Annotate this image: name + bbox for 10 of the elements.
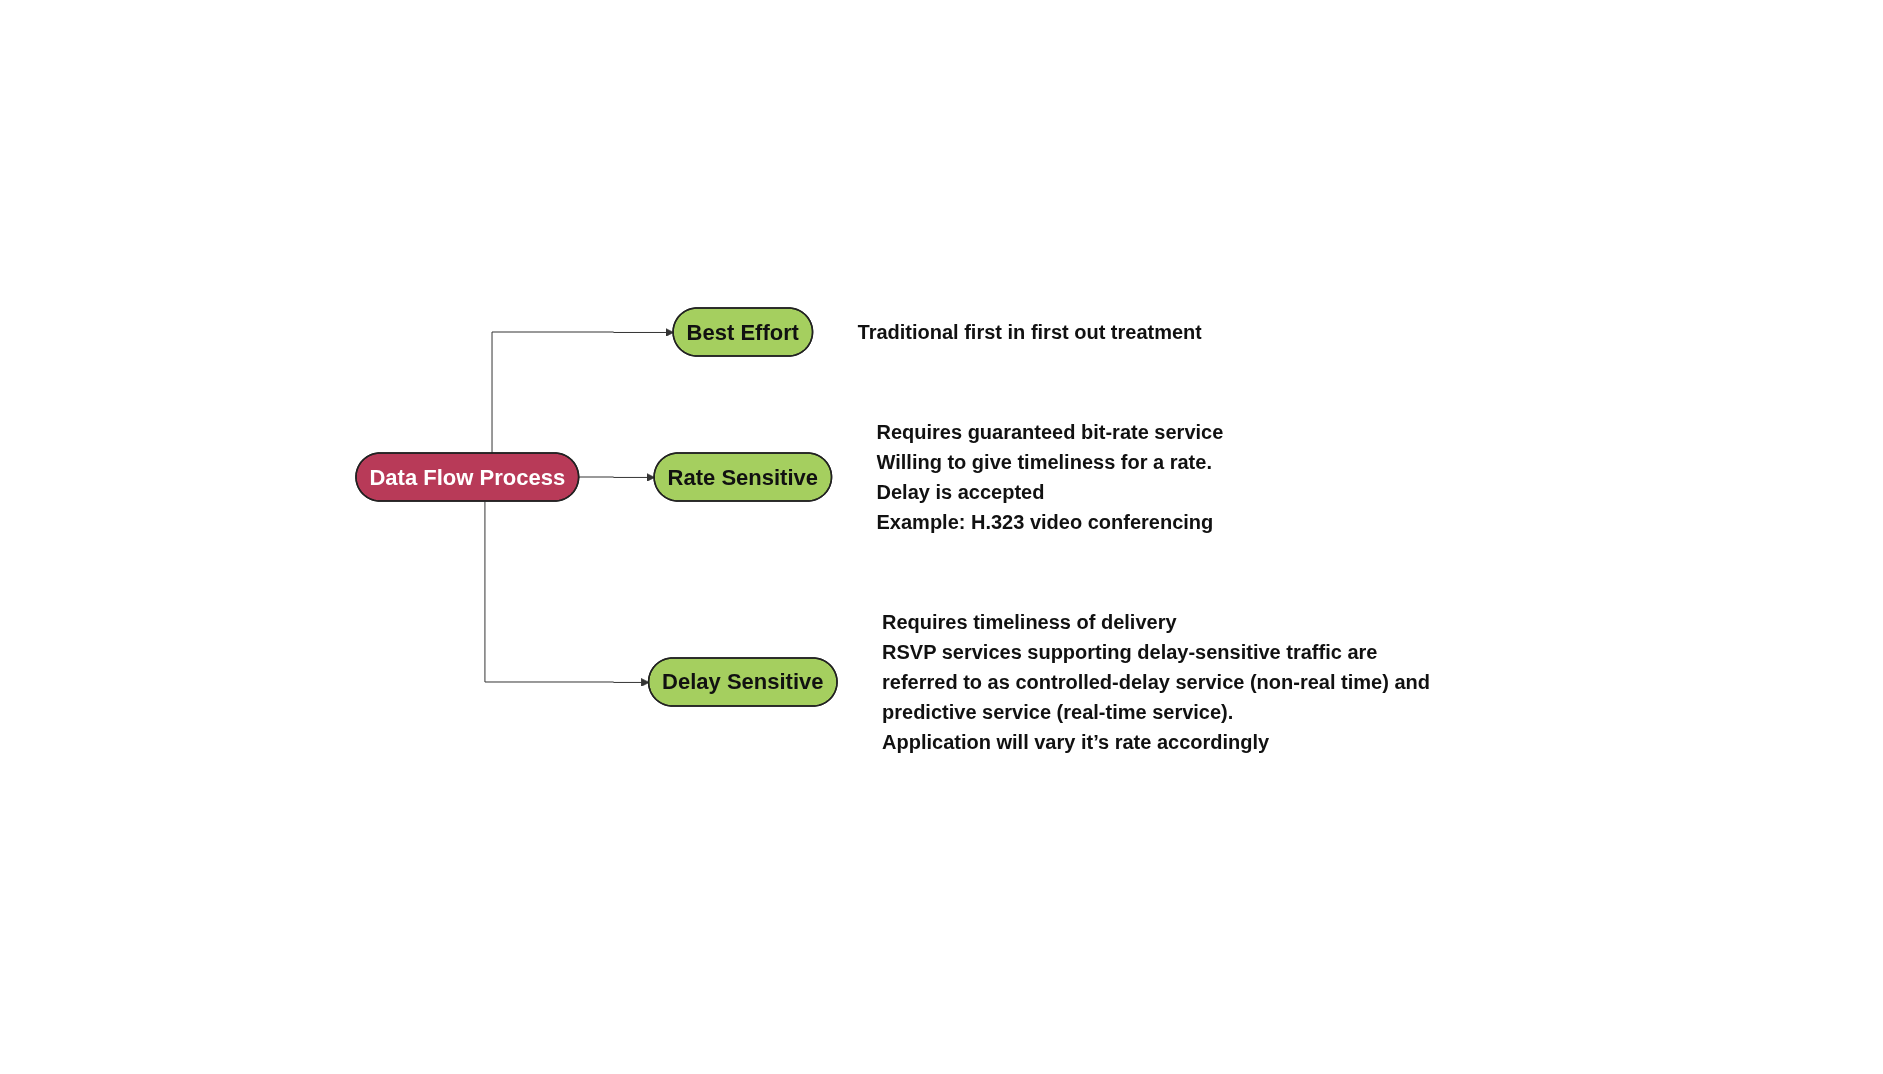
node-label: Requires guaranteed bit-rate service	[876, 421, 1224, 443]
node-label: Example: H.323 video conferencing	[876, 511, 1214, 533]
arrow	[578, 473, 655, 482]
node-label: RSVP services supporting delay-sensitive traffic are referred to as controlled-delay service (non-real time) and predictive service (real-time service).	[882, 641, 1430, 723]
node-label: Delay is accepted	[876, 481, 1045, 503]
arrow	[491, 328, 674, 454]
node-label: Requires timeliness of delivery	[882, 611, 1177, 633]
node-label: Traditional first in first out treatment	[857, 321, 1202, 343]
node-label: Application will vary it’s rate accordingly	[882, 731, 1270, 753]
node-label: Willing to give timeliness for a rate.	[876, 451, 1212, 473]
